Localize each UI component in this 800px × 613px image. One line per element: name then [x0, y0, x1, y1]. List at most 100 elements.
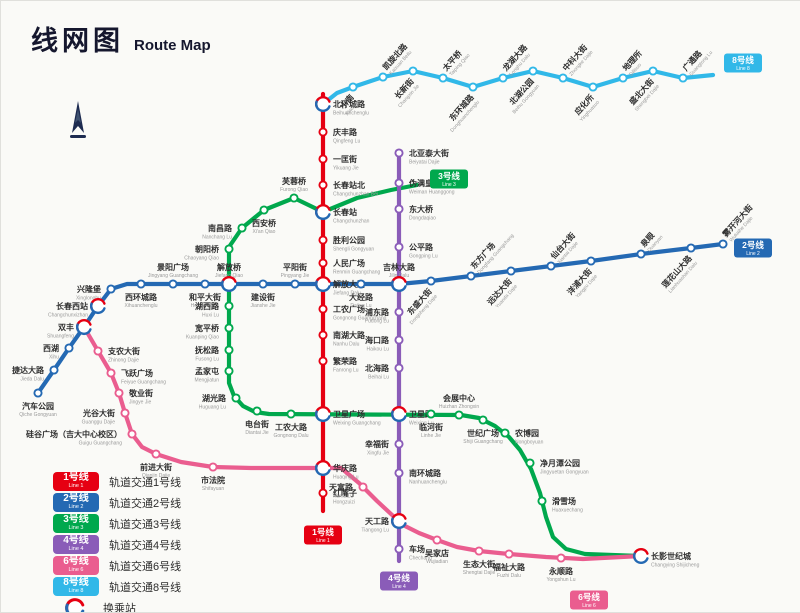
svg-text:生态大街: 生态大街 — [463, 559, 495, 569]
svg-text:Tiangong Lu: Tiangong Lu — [361, 528, 389, 534]
legend-badge-zh: 6号线 — [63, 556, 89, 568]
station-gongping-lu — [394, 242, 404, 252]
svg-text:吉林大路: 吉林大路 — [383, 262, 416, 272]
svg-text:Jingyang Guangchang: Jingyang Guangchang — [148, 273, 198, 279]
transfer-station-icon — [314, 203, 331, 221]
legend-badge-zh: 4号线 — [63, 535, 89, 547]
svg-text:天富路: 天富路 — [329, 482, 354, 492]
svg-text:Huizhan Zhongxin: Huizhan Zhongxin — [439, 404, 480, 410]
station-beihu-gongyuan — [528, 66, 538, 76]
station-wujiadian — [432, 535, 442, 545]
station-nanhu-dalu — [318, 330, 328, 340]
line-3-path-0 — [320, 182, 420, 215]
svg-text:Nanhu Dalu: Nanhu Dalu — [333, 342, 360, 348]
map-title-zh: 线网图 — [31, 26, 124, 56]
station-qiche-gongyuan — [33, 388, 43, 398]
stations-layer — [33, 66, 728, 565]
svg-text:3号线: 3号线 — [438, 171, 460, 181]
station-yangpu-dajie — [586, 256, 596, 266]
station-xiaonan — [348, 82, 358, 92]
svg-text:2号线: 2号线 — [742, 240, 764, 250]
svg-text:Tianfu Lu: Tianfu Lu — [332, 494, 353, 500]
station-huguang-lu — [231, 393, 241, 403]
svg-text:Nanhuanchenglu: Nanhuanchenglu — [409, 480, 447, 486]
station-changchunxizhan — [89, 297, 106, 315]
svg-text:临河街: 临河街 — [419, 422, 443, 432]
station-dajing-lu — [356, 279, 366, 289]
station-chechang — [394, 544, 404, 554]
svg-text:Beihuanchenglu: Beihuanchenglu — [333, 111, 369, 117]
svg-text:和平大街: 和平大街 — [189, 292, 221, 302]
svg-text:Linhe Jie: Linhe Jie — [421, 433, 441, 439]
svg-text:Jianshe Jie: Jianshe Jie — [250, 303, 275, 309]
station-xihuanchenglu — [136, 279, 146, 289]
station-jiefang-qiao — [220, 275, 237, 293]
svg-text:Huaxuechang: Huaxuechang — [552, 508, 583, 514]
svg-text:湖光路: 湖光路 — [202, 393, 227, 403]
station-shengtai-dajie — [474, 546, 484, 556]
station-jianshe-jie — [258, 279, 268, 289]
svg-text:Line 2: Line 2 — [746, 251, 760, 257]
legend-badge-zh: 3号线 — [63, 514, 89, 526]
station-jingyuetan-gongyuan — [525, 458, 535, 468]
transfer-station-icon — [390, 275, 407, 293]
station-kuanping-qiao — [224, 323, 234, 333]
svg-text:Line 4: Line 4 — [392, 584, 406, 590]
station-label-weiman-huanggong: 伪满皇宫 Weiman Huanggong — [408, 178, 455, 196]
svg-text:永顺路: 永顺路 — [548, 566, 574, 576]
svg-text:市法院: 市法院 — [201, 475, 225, 485]
station-taiping-qiao — [438, 73, 448, 83]
station-chaoyang-qiao — [224, 244, 234, 254]
transfer-station-icon — [314, 459, 331, 477]
station-shengbei-dajie — [648, 66, 658, 76]
station-donghuanchenglu — [468, 82, 478, 92]
svg-text:Weiman Huanggong: Weiman Huanggong — [409, 190, 455, 196]
transfer-station-icon — [314, 95, 331, 113]
svg-text:长春站: 长春站 — [333, 207, 357, 217]
station-dongsheng-dajie — [426, 276, 436, 286]
svg-text:Dajing Lu: Dajing Lu — [350, 303, 371, 309]
svg-text:世纪广场: 世纪广场 — [467, 428, 499, 438]
svg-text:支农大街: 支农大街 — [107, 346, 140, 356]
station-xiantai-dajie — [546, 261, 556, 271]
station-huxi-lu — [224, 301, 234, 311]
station-fanrong-lu — [318, 356, 328, 366]
svg-text:兴隆堡: 兴隆堡 — [77, 284, 101, 294]
svg-text:Line 8: Line 8 — [736, 66, 750, 72]
svg-text:解放大路: 解放大路 — [333, 279, 366, 289]
station-diantai-jie — [252, 406, 262, 416]
station-qingfeng-lu — [318, 127, 328, 137]
svg-text:建设街: 建设街 — [250, 292, 275, 302]
svg-text:光谷大街: 光谷大街 — [82, 408, 115, 418]
station-renmin-guangchang — [318, 258, 328, 268]
station-huizhan-zhongxin — [454, 410, 464, 420]
svg-text:庆丰路: 庆丰路 — [332, 127, 358, 137]
station-pingyang-jie — [290, 279, 300, 289]
station-tianfu-lu — [358, 482, 368, 492]
svg-text:双丰: 双丰 — [58, 322, 74, 332]
transfer-station-icon — [632, 547, 649, 565]
svg-text:Jieda Dalu: Jieda Dalu — [20, 377, 44, 383]
svg-text:伪满皇宫: 伪满皇宫 — [408, 178, 441, 188]
transfer-station-icon — [75, 318, 92, 336]
